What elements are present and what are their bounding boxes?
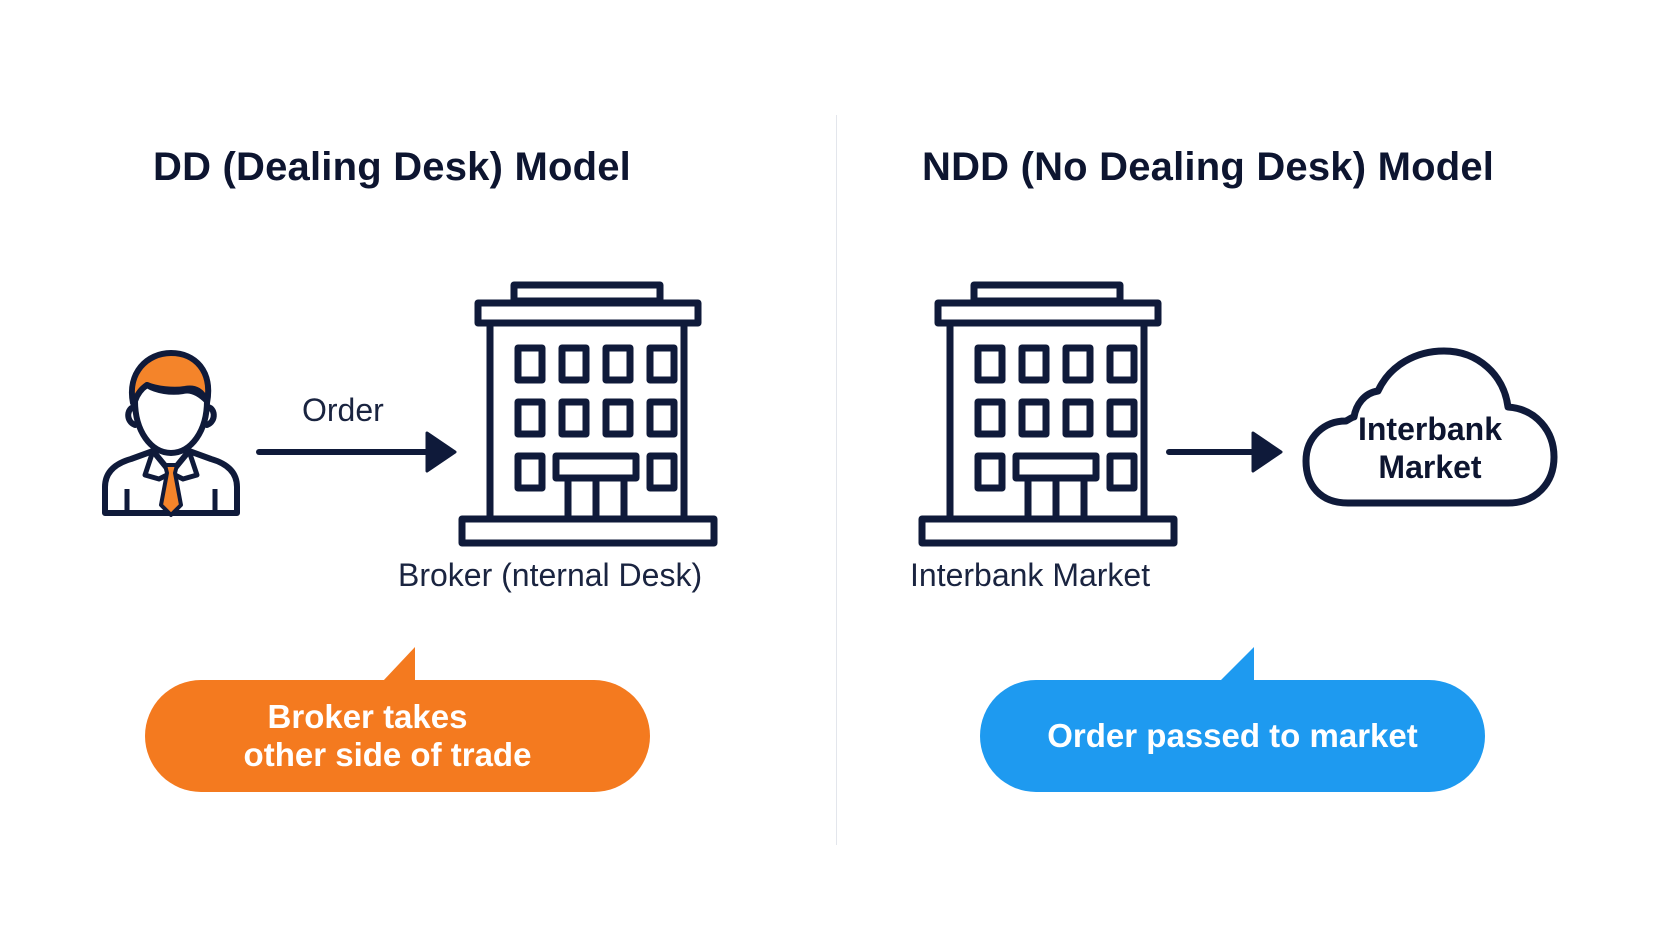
trader-icon [102,350,240,517]
dd-title: DD (Dealing Desk) Model [153,145,631,189]
ndd-callout-tail [1220,647,1254,681]
cloud-label-line2: Market [1378,449,1482,485]
panel-divider [836,115,837,845]
interbank-market-label: Interbank Market [910,557,1151,593]
building-icon [918,281,1178,547]
cloud-icon [1302,347,1558,507]
building-icon [458,281,718,547]
broker-label: Broker (nternal Desk) [398,557,703,593]
arrow-right-icon [256,431,457,473]
cloud-label-line1: Interbank [1357,411,1503,447]
ndd-title: NDD (No Dealing Desk) Model [922,145,1495,189]
dd-callout-text: Broker takes other side of trade [244,698,532,774]
ndd-callout: Order passed to market [980,647,1485,792]
arrow-right-icon [1166,431,1283,473]
dd-callout: Broker takes other side of trade [145,647,650,792]
dd-callout-line1: Broker takes [267,698,468,735]
order-label: Order [302,392,384,428]
ndd-callout-text: Order passed to market [1047,717,1418,754]
dd-callout-tail [383,647,415,681]
cloud-label: Interbank Market [1340,410,1520,486]
dd-callout-line2: other side of trade [243,736,532,773]
